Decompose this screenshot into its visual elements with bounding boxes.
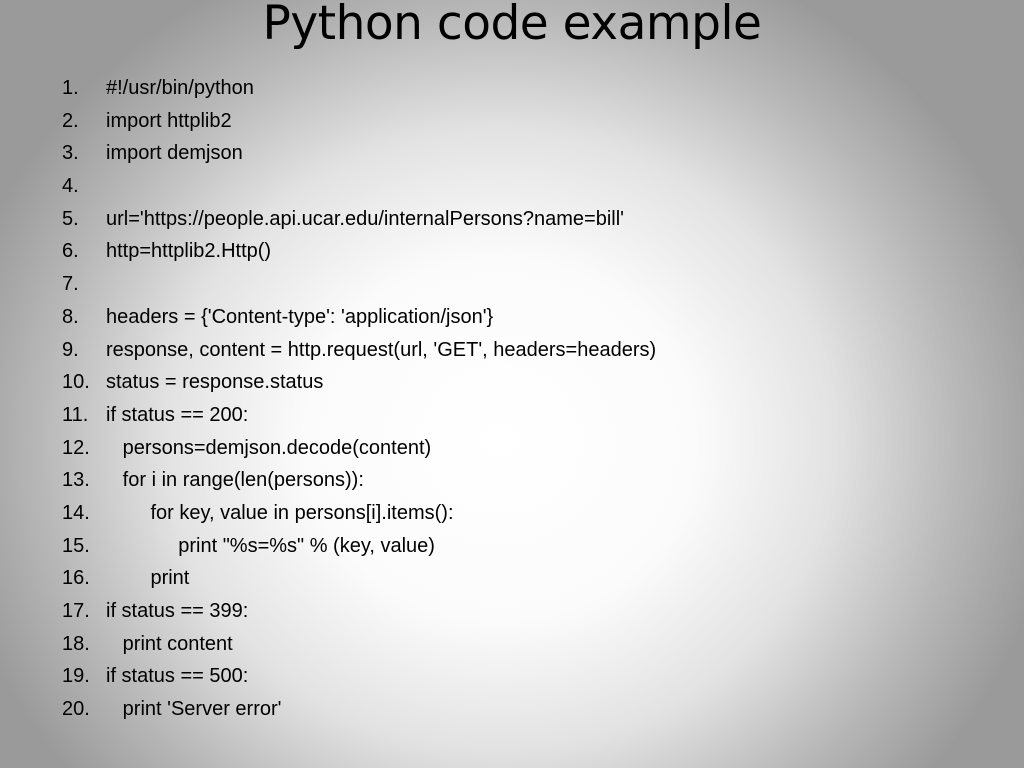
code-line-20: 20. print 'Server error' xyxy=(62,693,1002,726)
line-number: 1. xyxy=(62,77,79,99)
line-number: 5. xyxy=(62,207,79,230)
line-code: #!/usr/bin/python xyxy=(106,77,254,99)
line-number: 18. xyxy=(62,632,90,655)
line-code: if status == 399: xyxy=(106,600,249,622)
line-code: persons=demjson.decode(content) xyxy=(106,436,432,459)
code-line-16: 16. print xyxy=(62,562,1002,595)
code-line-19: 19. if status == 500: xyxy=(62,660,1002,693)
slide-title: Python code example xyxy=(262,0,762,51)
line-number: 9. xyxy=(62,338,79,361)
code-listing: 1. #!/usr/bin/python 2. import httplib2 3.… xyxy=(62,72,1002,726)
code-line-17: 17. if status == 399: xyxy=(62,595,1002,628)
code-line-10: 10. status = response.status xyxy=(62,366,1002,399)
line-number: 12. xyxy=(62,436,90,459)
line-number: 14. xyxy=(62,501,90,524)
line-code: print xyxy=(106,567,190,590)
line-number: 10. xyxy=(62,371,90,394)
line-number: 15. xyxy=(62,534,90,557)
line-number: 17. xyxy=(62,600,90,622)
line-code: status = response.status xyxy=(106,371,324,394)
code-line-4: 4. xyxy=(62,170,1002,203)
code-line-8: 8. headers = {'Content-type': 'applicatio… xyxy=(62,301,1002,334)
code-line-5: 5. url='https://people.api.ucar.edu/inter… xyxy=(62,203,1002,236)
line-code: for key, value in persons[i].items(): xyxy=(106,501,454,524)
line-code: if status == 200: xyxy=(106,403,249,426)
code-line-12: 12. persons=demjson.decode(content) xyxy=(62,432,1002,465)
line-number: 16. xyxy=(62,567,90,590)
line-number: 13. xyxy=(62,469,90,492)
code-line-15: 15. print "%s=%s" % (key, value) xyxy=(62,530,1002,563)
line-number: 20. xyxy=(62,698,90,721)
code-line-7: 7. xyxy=(62,268,1002,301)
line-number: 19. xyxy=(62,665,90,688)
line-code: for i in range(len(persons)): xyxy=(106,469,364,492)
line-number: 4. xyxy=(62,175,79,198)
line-number: 3. xyxy=(62,142,79,165)
line-code: print content xyxy=(106,632,233,655)
line-code: print 'Server error' xyxy=(106,698,282,721)
line-code: response, content = http.request(url, 'G… xyxy=(106,338,657,361)
code-line-14: 14. for key, value in persons[i].items()… xyxy=(62,497,1002,530)
code-line-18: 18. print content xyxy=(62,628,1002,661)
line-number: 2. xyxy=(62,109,79,132)
line-code: if status == 500: xyxy=(106,665,249,688)
line-code: headers = {'Content-type': 'application/… xyxy=(106,305,494,328)
code-line-11: 11. if status == 200: xyxy=(62,399,1002,432)
code-line-2: 2. import httplib2 xyxy=(62,105,1002,138)
line-number: 6. xyxy=(62,240,79,263)
line-code: print "%s=%s" % (key, value) xyxy=(106,534,435,557)
code-line-3: 3. import demjson xyxy=(62,137,1002,170)
code-line-6: 6. http=httplib2.Http() xyxy=(62,235,1002,268)
line-code: import demjson xyxy=(106,142,243,165)
line-number: 11. xyxy=(62,403,89,426)
line-number: 8. xyxy=(62,305,79,328)
line-code: import httplib2 xyxy=(106,109,232,132)
code-line-9: 9. response, content = http.request(url, … xyxy=(62,334,1002,367)
line-code: url='https://people.api.ucar.edu/interna… xyxy=(106,207,624,230)
code-line-1: 1. #!/usr/bin/python xyxy=(62,72,1002,105)
code-line-13: 13. for i in range(len(persons)): xyxy=(62,464,1002,497)
line-number: 7. xyxy=(62,273,79,296)
line-code: http=httplib2.Http() xyxy=(106,240,272,263)
